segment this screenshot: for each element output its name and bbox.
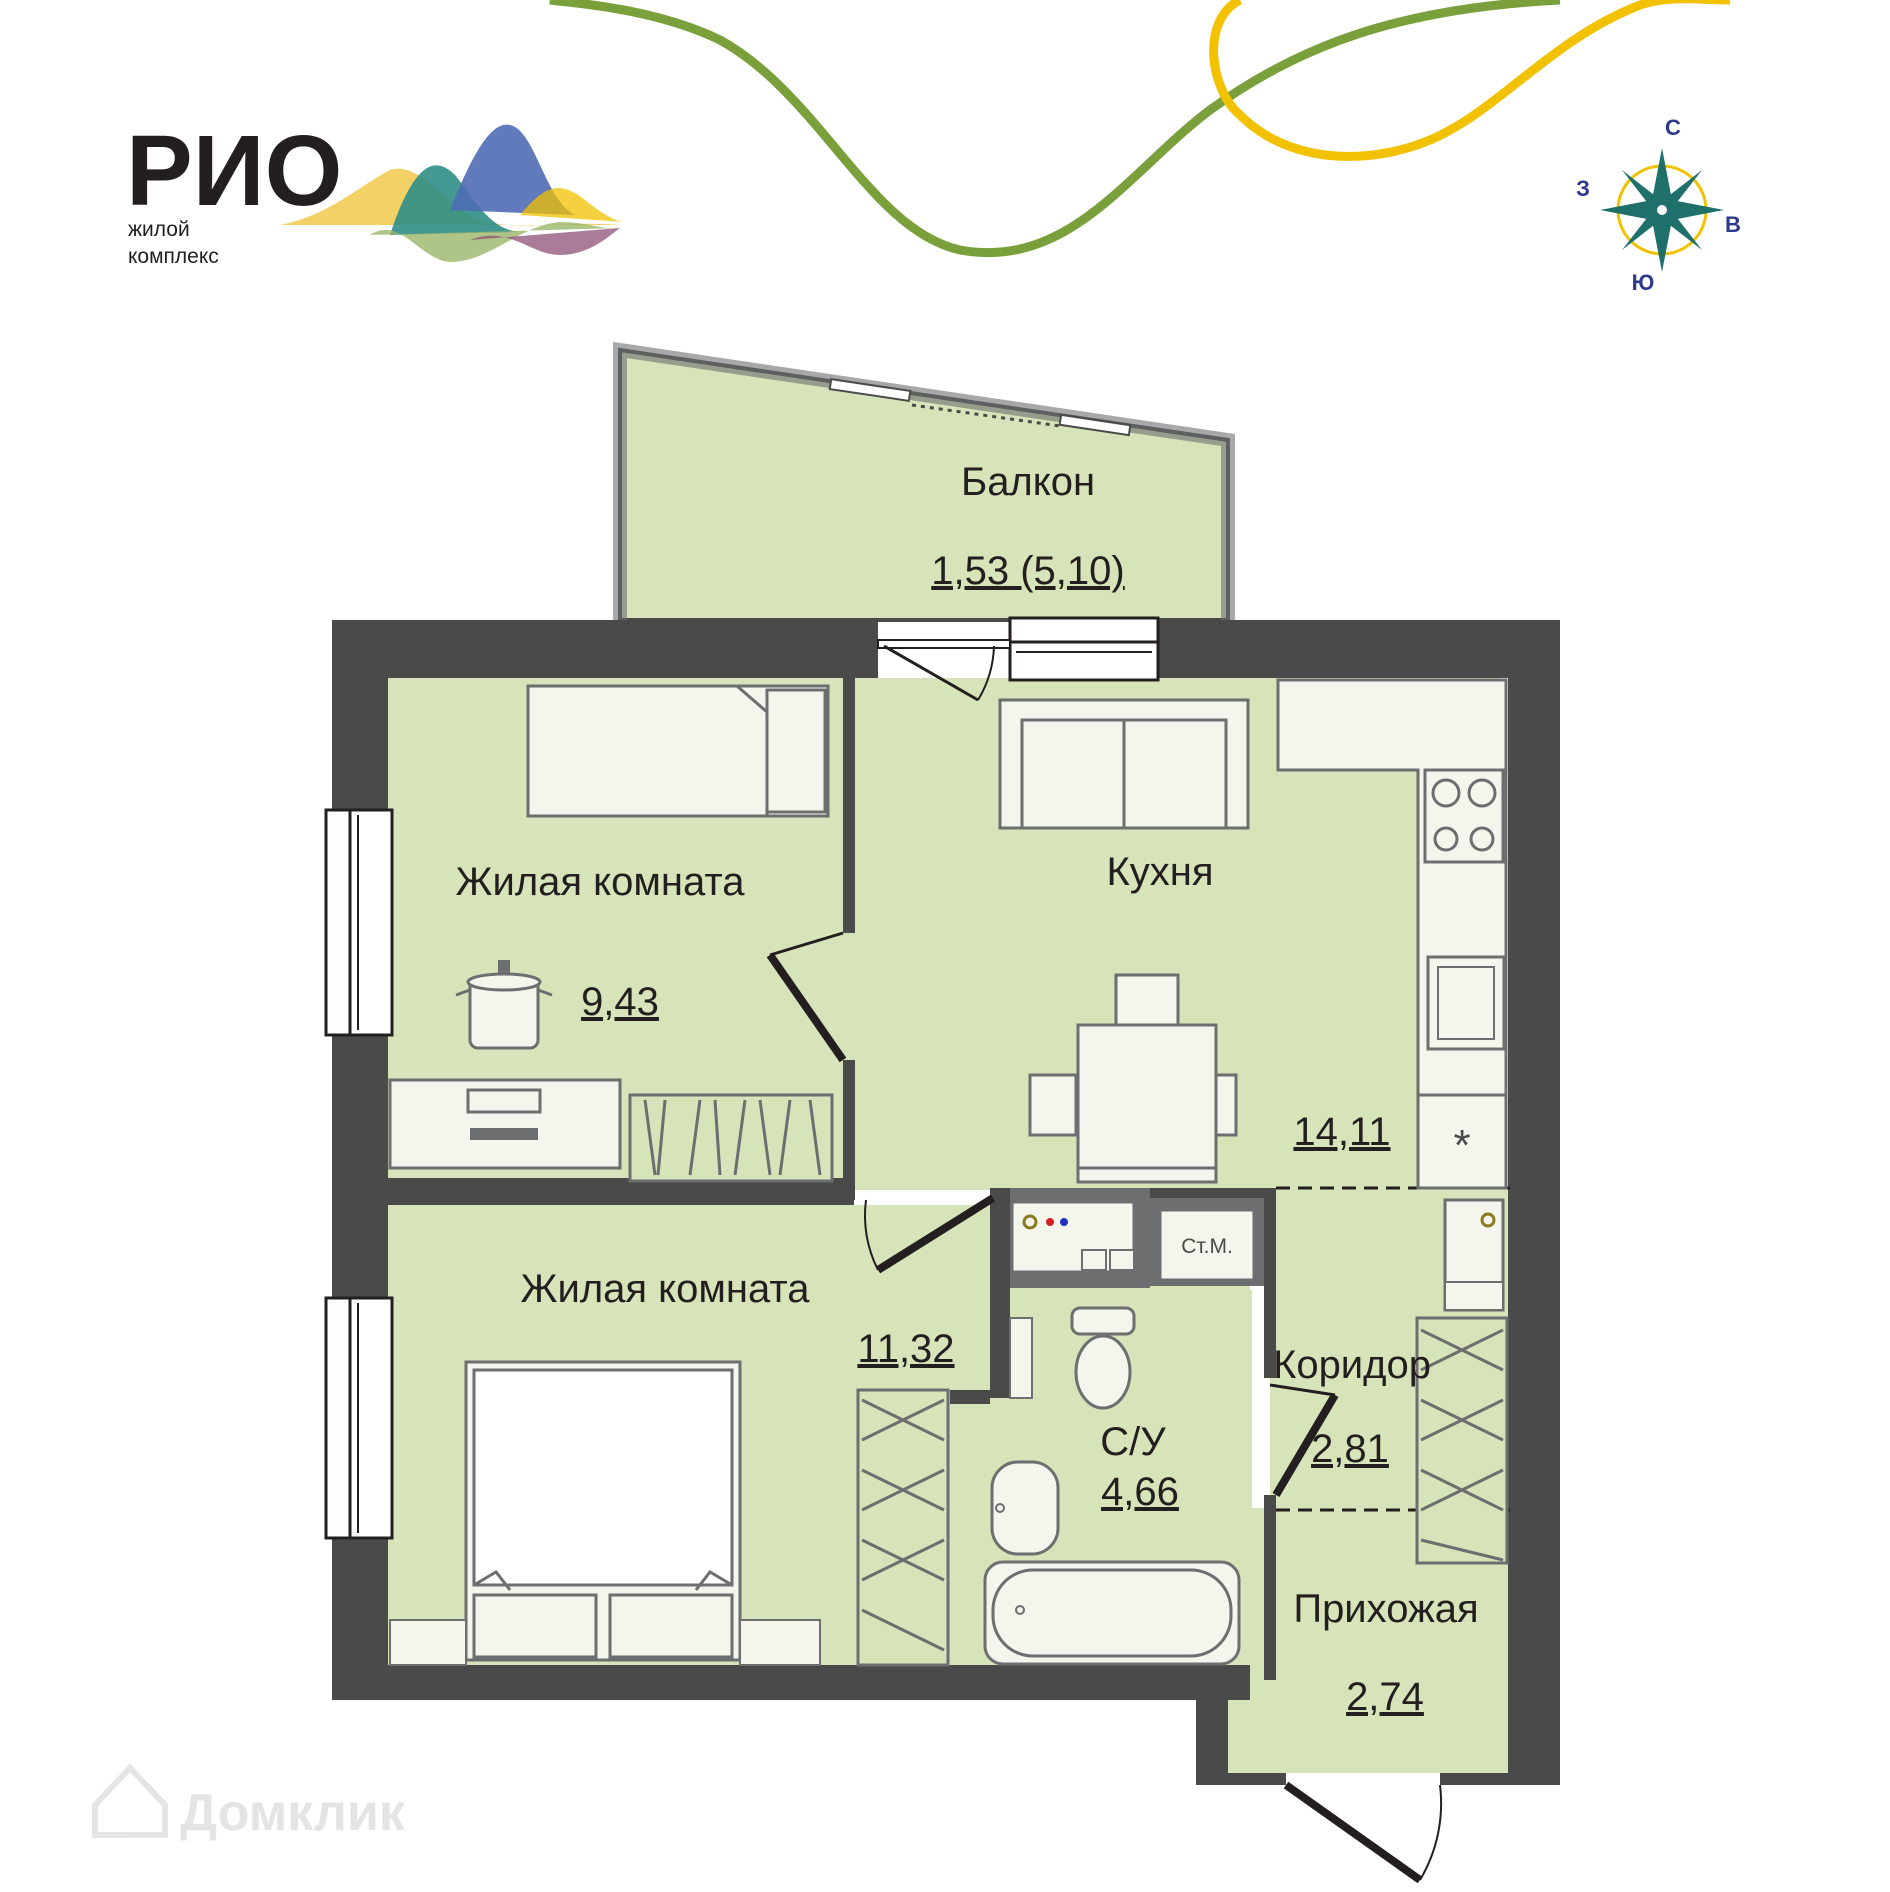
bathroom-name: С/У: [1100, 1420, 1166, 1464]
balcony-door-icon: [877, 639, 1011, 702]
bedroom1-name: Жилая комната: [456, 860, 746, 904]
bed-single-icon: [526, 684, 830, 818]
window-left-bottom: [324, 1296, 394, 1540]
window-balcony: [1008, 616, 1160, 682]
compass-west-label: З: [1576, 176, 1590, 201]
sofa-icon: [998, 698, 1250, 830]
corridor-area: 2,81: [1311, 1427, 1389, 1471]
balcony: [613, 341, 1235, 622]
hall-name: Прихожая: [1293, 1587, 1478, 1631]
kitchen-name: Кухня: [1106, 850, 1213, 894]
brand-subtitle-line1: жилой: [128, 218, 190, 241]
corridor-wardrobe-icon: [1415, 1198, 1509, 1565]
balcony-name: Балкон: [961, 460, 1095, 504]
brand-subtitle-line2: комплекс: [128, 245, 219, 268]
decorative-curves: [549, 0, 1730, 258]
bathroom-area: 4,66: [1101, 1470, 1179, 1514]
bedroom2-name: Жилая комната: [521, 1267, 811, 1311]
bedroom1-area: 9,43: [581, 980, 659, 1024]
bed-double-icon: [464, 1360, 742, 1662]
cooking-pot-icon: [455, 960, 553, 1050]
bedroom2-area: 11,32: [857, 1327, 954, 1371]
brand-name: РИО: [126, 115, 342, 227]
brand-logo: РИО жилой комплекс: [126, 115, 625, 268]
svg-text:*: *: [1453, 1121, 1470, 1170]
wardrobe2-icon: [856, 1388, 950, 1667]
bathroom-fixtures: Ст.М.: [983, 1200, 1256, 1666]
corridor-name: Коридор: [1273, 1343, 1431, 1387]
compass-south-label: Ю: [1632, 270, 1655, 295]
wardrobe-icon: [628, 1093, 834, 1183]
washer-label: Ст.М.: [1181, 1235, 1233, 1258]
window-left-top: [324, 808, 394, 1037]
bedroom1-door-icon: [766, 931, 847, 1063]
balcony-area: 1,53 (5,10): [931, 549, 1124, 593]
kitchen-counter-icon: *: [1276, 678, 1508, 1190]
watermark: Домклик: [92, 1763, 406, 1842]
desk-icon: [388, 1078, 622, 1170]
kitchen-area: 14,11: [1293, 1110, 1390, 1154]
compass-rose-icon: [1600, 148, 1724, 272]
compass-north-label: С: [1665, 115, 1681, 140]
watermark-text: Домклик: [180, 1784, 406, 1842]
nightstand-right-icon: [739, 1619, 821, 1666]
compass-east-label: В: [1725, 212, 1741, 237]
hall-area: 2,74: [1346, 1675, 1424, 1719]
nightstand-left-icon: [389, 1619, 467, 1666]
dining-table-icon: [1028, 973, 1238, 1184]
bedroom2-door-icon: [864, 1194, 996, 1274]
entrance-door-icon: [1283, 1781, 1443, 1884]
bathroom-door-icon: [1269, 1383, 1339, 1498]
